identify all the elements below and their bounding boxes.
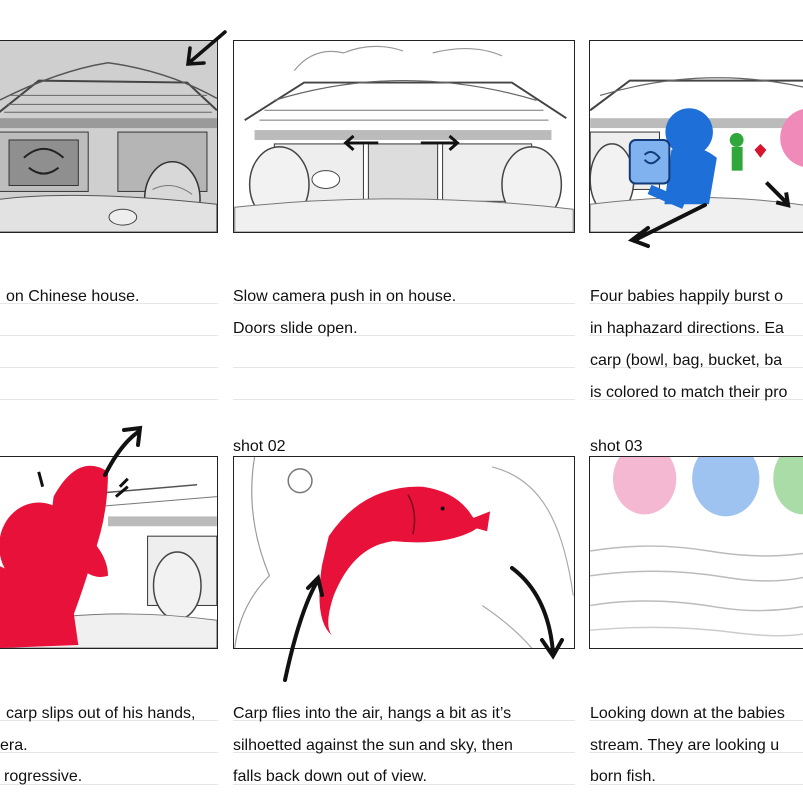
storyboard-panel-house-wide bbox=[0, 40, 218, 233]
pink-baby-figure bbox=[612, 457, 677, 515]
shot-description-line: stream. They are looking u bbox=[590, 737, 780, 754]
shot-description-line: Carp flies into the air, hangs a bit as … bbox=[233, 705, 512, 722]
text-rule bbox=[233, 303, 575, 304]
shot-label: shot 02 bbox=[233, 438, 286, 455]
blue-baby-figure bbox=[692, 457, 760, 517]
text-rule bbox=[589, 399, 803, 400]
text-rule bbox=[233, 752, 575, 753]
arrow-left-icon bbox=[343, 134, 379, 151]
house-sketch bbox=[0, 62, 217, 232]
shot-description-line: falls back down out of view. bbox=[233, 768, 427, 785]
text-rule bbox=[589, 784, 803, 785]
text-rule bbox=[0, 303, 218, 304]
shot-description-line: silhoetted against the sun and sky, then bbox=[233, 737, 513, 754]
storyboard-panel-carp-flies bbox=[233, 456, 575, 649]
arrow-right-icon bbox=[420, 134, 460, 151]
storyboard-panel-babies-look-down bbox=[589, 456, 803, 649]
text-rule bbox=[0, 367, 218, 368]
shot-description-line: is colored to match their pro bbox=[590, 384, 788, 401]
pink-baby-figure bbox=[780, 109, 803, 167]
green-baby-figure bbox=[773, 457, 803, 515]
red-carp-figure bbox=[319, 486, 491, 636]
shot-description-line: Slow camera push in on house. bbox=[233, 288, 457, 305]
text-rule bbox=[233, 367, 575, 368]
shot-description-line: carp (bowl, bag, bucket, ba bbox=[590, 352, 783, 369]
green-baby-figure bbox=[729, 133, 767, 171]
text-rule bbox=[589, 752, 803, 753]
text-rule bbox=[233, 335, 575, 336]
babies-burst-sketch bbox=[590, 77, 803, 232]
text-rule bbox=[0, 752, 218, 753]
storyboard-panel-carp-slips bbox=[0, 456, 218, 649]
text-rule bbox=[589, 720, 803, 721]
shot-label: shot 03 bbox=[590, 438, 643, 455]
text-rule bbox=[233, 399, 575, 400]
shot-description-line: Four babies happily burst o bbox=[590, 288, 783, 305]
sun-icon bbox=[287, 468, 313, 494]
storyboard-panel-camera-push bbox=[233, 40, 575, 233]
text-rule bbox=[233, 720, 575, 721]
shot-description-line: Doors slide open. bbox=[233, 320, 358, 337]
blue-baby-figure bbox=[628, 108, 717, 209]
text-rule bbox=[233, 784, 575, 785]
shot-description-line: rogressive. bbox=[4, 768, 83, 785]
storyboard-panel-babies-burst bbox=[589, 40, 803, 233]
shot-description-line: era. bbox=[0, 737, 28, 754]
text-rule bbox=[0, 399, 218, 400]
shot-description-line: on Chinese house. bbox=[6, 288, 140, 305]
carp-flies-sketch bbox=[234, 457, 574, 648]
text-rule bbox=[589, 303, 803, 304]
text-rule bbox=[0, 720, 218, 721]
shot-description-line: Looking down at the babies bbox=[590, 705, 785, 722]
red-carp-figure bbox=[50, 465, 108, 641]
text-rule bbox=[589, 335, 803, 336]
shot-description-line: born fish. bbox=[590, 768, 656, 785]
text-rule bbox=[0, 784, 218, 785]
shot-description-line: carp slips out of his hands, bbox=[6, 705, 196, 722]
babies-look-down-sketch bbox=[590, 457, 803, 637]
house-doors-sketch bbox=[234, 45, 574, 232]
shot-description-line: in haphazard directions. Ea bbox=[590, 320, 784, 337]
carp-slips-sketch bbox=[0, 465, 217, 648]
text-rule bbox=[0, 335, 218, 336]
text-rule bbox=[589, 367, 803, 368]
